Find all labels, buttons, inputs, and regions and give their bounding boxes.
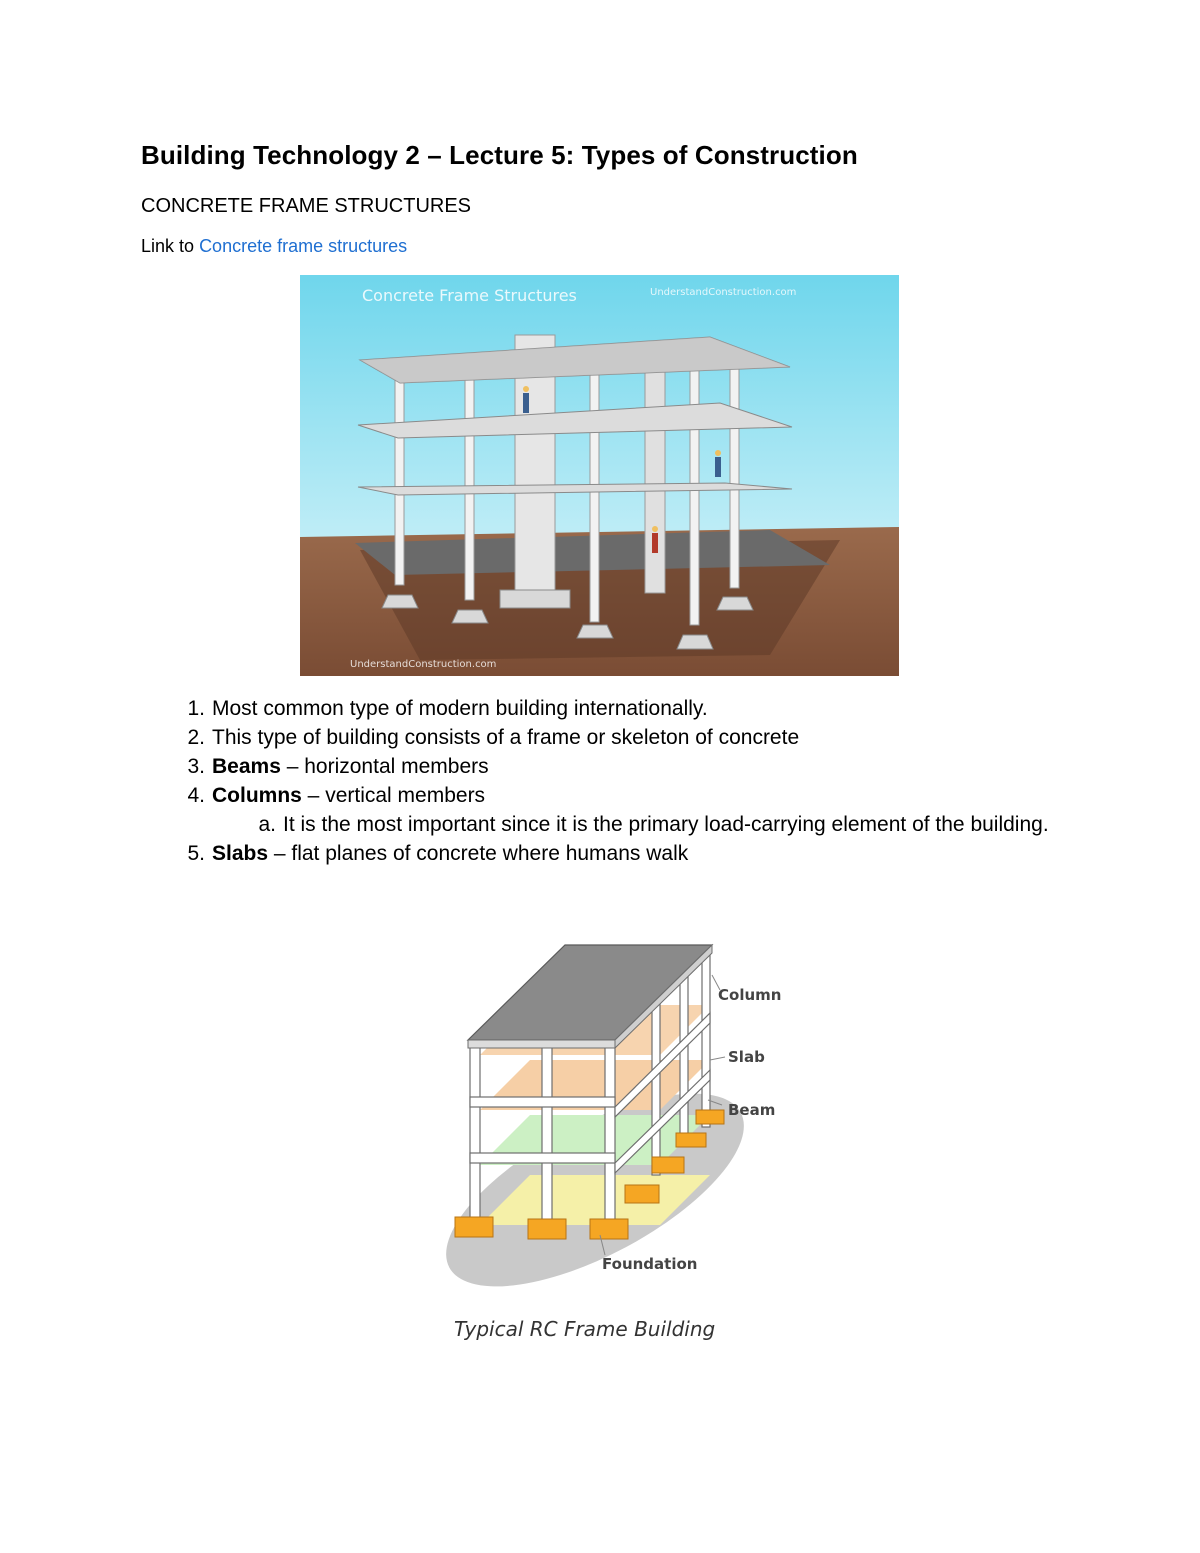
list-text: It is the most important since it is the… [283,813,1049,836]
list-number: 4. [187,784,205,807]
diagram-caption: Typical RC Frame Building [454,1317,715,1341]
list-number: 5. [187,842,205,865]
list-number: a. [258,813,276,836]
list-term: Columns [212,784,302,807]
list-term: Slabs [212,842,269,865]
list-term: Beams [212,755,281,778]
list-number: 1. [187,697,205,720]
list-text: – horizontal members [280,755,489,778]
list-item: 3. Beams – horizontal members [141,752,1101,781]
list-text: – vertical members [301,784,486,807]
list-item: 1. Most common type of modern building i… [141,694,1101,723]
photo-caption-title: Concrete Frame Structures [362,286,577,305]
link-prefix: Link to [141,236,195,256]
rc-frame-diagram: Column Slab Beam Foundation Typical RC F… [446,943,781,1341]
concrete-frame-structures-link[interactable]: Concrete frame structures [199,236,408,256]
list-number: 2. [187,726,205,749]
roof-slab [360,337,790,383]
footings [381,589,754,650]
list-text: This type of building consists of a fram… [212,726,800,749]
list-item: 2. This type of building consists of a f… [141,723,1101,752]
list-item: 5. Slabs – flat planes of concrete where… [141,839,1101,868]
label-foundation: Foundation [602,1255,697,1273]
foundations [454,1109,725,1240]
document-title: Building Technology 2 – Lecture 5: Types… [141,140,858,170]
photo-watermark-top: UnderstandConstruction.com [650,287,796,298]
label-beam: Beam [728,1101,775,1119]
list-text: Most common type of modern building inte… [212,697,708,720]
list-text: – flat planes of concrete where humans w… [268,842,689,865]
roof-side-edge [614,943,713,1050]
feature-list: 1. Most common type of modern building i… [141,694,1101,868]
list-number: 3. [187,755,205,778]
label-column: Column [718,986,781,1004]
photo-watermark-bottom: UnderstandConstruction.com [350,659,496,670]
section-heading: CONCRETE FRAME STRUCTURES [141,195,472,217]
list-item: 4. Columns – vertical members [141,781,1101,810]
link-line: Link to Concrete frame structures [141,236,407,257]
concrete-frame-photo: Concrete Frame Structures UnderstandCons… [300,275,899,676]
leader-lines [599,974,726,1256]
workers [523,386,721,553]
roof-edge [467,1039,616,1049]
label-slab: Slab [728,1048,765,1066]
sub-list-item: a. It is the most important since it is … [141,810,1101,839]
